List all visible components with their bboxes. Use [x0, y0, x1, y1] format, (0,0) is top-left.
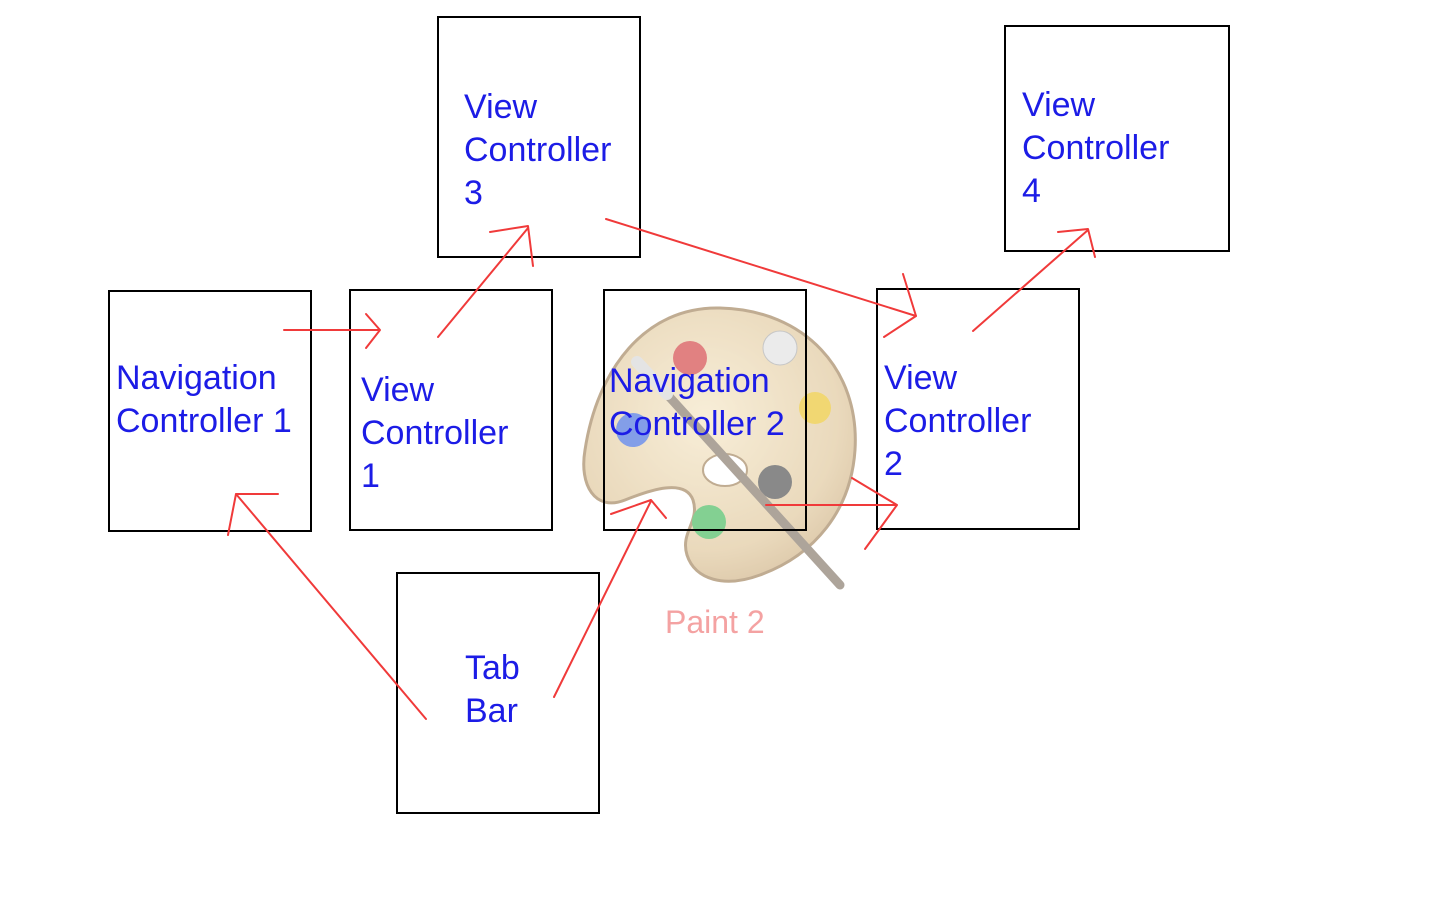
navigation-controller-1-box[interactable] — [108, 290, 312, 532]
arrow-tabbar-to-nav2 — [553, 500, 652, 698]
arrow-vc2-to-vc4 — [972, 229, 1089, 332]
arrowhead-tabbar-to-nav2 — [610, 499, 667, 519]
view-controller-2-box[interactable] — [876, 288, 1080, 530]
arrow-tabbar-to-nav1 — [235, 493, 427, 720]
arrowhead-nav1-to-vc1 — [365, 313, 381, 349]
arrowhead-tabbar-to-nav1 — [227, 493, 279, 536]
app-label: Paint 2 — [665, 604, 765, 640]
arrowhead-nav2-to-vc2 — [851, 477, 898, 550]
arrowhead-vc2-to-vc4 — [1057, 228, 1096, 258]
tab-bar-box[interactable] — [396, 572, 600, 814]
arrowhead-vc1-to-vc3 — [489, 225, 534, 267]
arrowhead-vc3-to-vc2 — [883, 273, 917, 338]
view-controller-4-box[interactable] — [1004, 25, 1230, 252]
view-controller-1-box[interactable] — [349, 289, 553, 531]
view-controller-3-box[interactable] — [437, 16, 641, 258]
paint-palette-icon — [582, 306, 857, 590]
arrow-vc3-to-vc2 — [605, 218, 917, 317]
navigation-controller-2-box[interactable] — [603, 289, 807, 531]
arrow-vc1-to-vc3 — [437, 227, 529, 338]
